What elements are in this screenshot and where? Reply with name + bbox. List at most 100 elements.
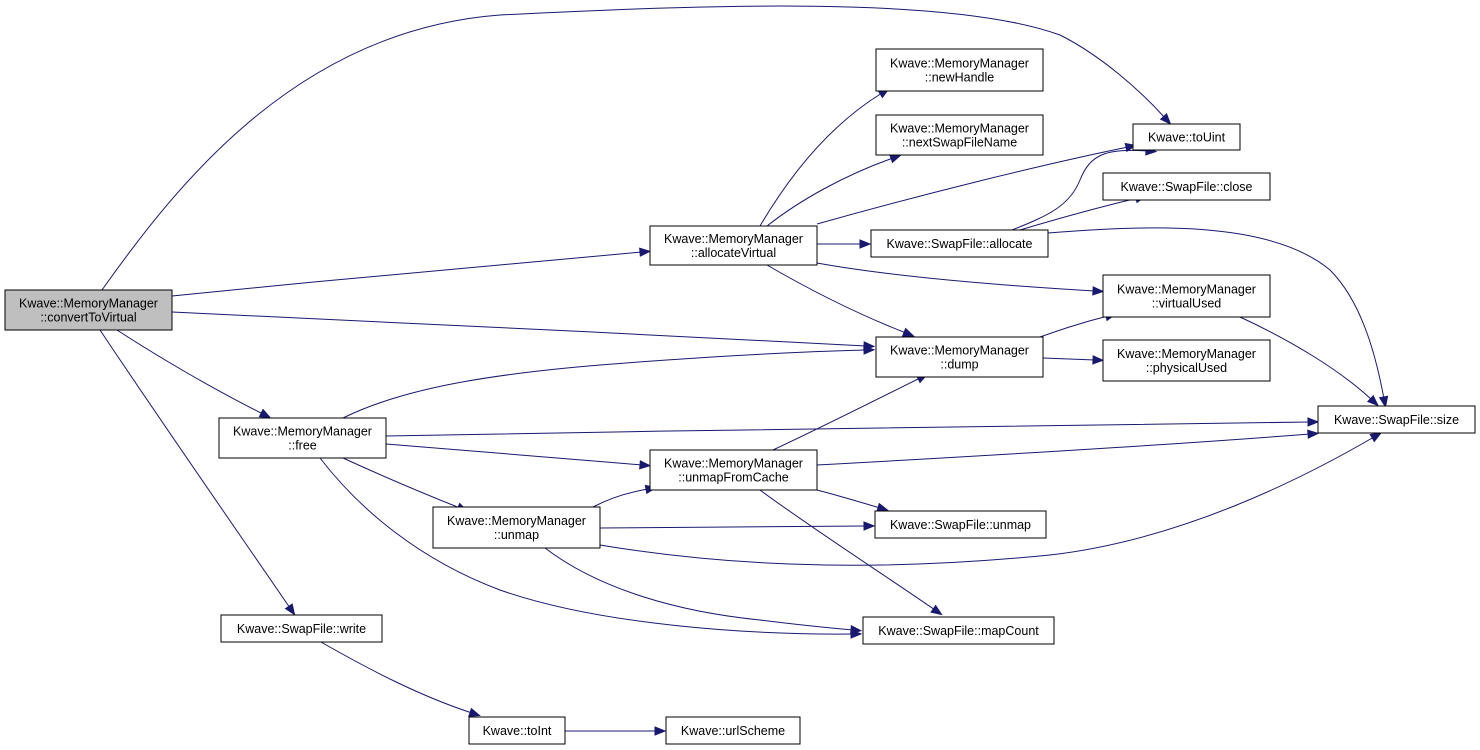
node-sfMapCount[interactable]: Kwave::SwapFile::mapCount — [862, 616, 1055, 645]
arrowhead-icon — [863, 521, 876, 531]
nodes-layer: Kwave::MemoryManager::convertToVirtualKw… — [4, 48, 1476, 745]
edge-convertToVirtual-to-dump — [171, 311, 876, 351]
node-box[interactable] — [870, 229, 1049, 258]
node-label-line: Kwave::MemoryManager — [19, 297, 158, 311]
node-label-line: Kwave::toUint — [1148, 131, 1226, 145]
edge-dump-to-physicalUsed — [1042, 355, 1105, 365]
arrowhead-icon — [889, 154, 902, 164]
node-virtualUsed[interactable]: Kwave::MemoryManager::virtualUsed — [1102, 274, 1271, 318]
node-box[interactable] — [649, 225, 818, 266]
node-box[interactable] — [875, 114, 1044, 156]
node-box[interactable] — [4, 289, 173, 331]
edge-line — [1239, 316, 1373, 401]
node-box[interactable] — [468, 716, 566, 745]
node-label-line: ::nextSwapFileName — [902, 136, 1017, 150]
node-dump[interactable]: Kwave::MemoryManager::dump — [875, 336, 1044, 378]
node-label-line: Kwave::SwapFile::mapCount — [878, 624, 1039, 638]
node-label-line: Kwave::SwapFile::allocate — [887, 237, 1033, 251]
node-label-line: Kwave::MemoryManager — [890, 344, 1029, 358]
node-box[interactable] — [220, 614, 383, 643]
arrowhead-icon — [930, 604, 943, 616]
node-box[interactable] — [875, 48, 1044, 92]
node-unmapFromCache[interactable]: Kwave::MemoryManager::unmapFromCache — [649, 449, 818, 491]
edge-free-to-dump — [342, 345, 876, 419]
node-box[interactable] — [1132, 123, 1241, 151]
node-label-line: ::allocateVirtual — [691, 246, 776, 260]
node-free[interactable]: Kwave::MemoryManager::free — [218, 417, 387, 459]
node-label-line: Kwave::MemoryManager — [1117, 283, 1256, 297]
node-allocateVirtual[interactable]: Kwave::MemoryManager::allocateVirtual — [649, 225, 818, 266]
node-label-line: Kwave::toInt — [483, 724, 552, 738]
node-sfUnmap[interactable]: Kwave::SwapFile::unmap — [874, 510, 1047, 539]
node-newHandle[interactable]: Kwave::MemoryManager::newHandle — [875, 48, 1044, 92]
arrowhead-icon — [1159, 112, 1172, 125]
edge-convertToVirtual-to-free — [116, 329, 272, 419]
edge-allocateVirtual-to-nextSwapFileName — [766, 154, 902, 227]
node-label-line: Kwave::MemoryManager — [1117, 347, 1256, 361]
edge-line — [544, 547, 854, 631]
node-label-line: Kwave::SwapFile::close — [1120, 180, 1252, 194]
node-box[interactable] — [1102, 172, 1271, 201]
edge-convertToVirtual-to-write — [99, 329, 296, 616]
edge-convertToVirtual-to-toUint — [101, 5, 1172, 291]
node-convertToVirtual[interactable]: Kwave::MemoryManager::convertToVirtual — [4, 289, 173, 331]
node-toUint[interactable]: Kwave::toUint — [1132, 123, 1241, 151]
node-label-line: Kwave::SwapFile::unmap — [890, 518, 1031, 532]
node-sfClose[interactable]: Kwave::SwapFile::close — [1102, 172, 1271, 201]
node-box[interactable] — [1317, 405, 1476, 434]
arrowhead-icon — [876, 502, 889, 512]
edge-line — [592, 488, 649, 508]
edge-free-to-sfSize — [385, 417, 1320, 437]
node-box[interactable] — [665, 716, 801, 745]
node-mmUnmap[interactable]: Kwave::MemoryManager::unmap — [432, 506, 601, 549]
node-physicalUsed[interactable]: Kwave::MemoryManager::physicalUsed — [1102, 339, 1271, 382]
arrowhead-icon — [258, 408, 272, 419]
edge-mmUnmap-to-sfMapCount — [544, 547, 863, 635]
arrowhead-icon — [639, 460, 652, 470]
edge-mmUnmap-to-sfSize — [599, 432, 1383, 566]
node-urlScheme[interactable]: Kwave::urlScheme — [665, 716, 801, 745]
node-sfSize[interactable]: Kwave::SwapFile::size — [1317, 405, 1476, 434]
edge-allocateVirtual-to-dump — [766, 264, 915, 337]
edge-mmUnmap-to-unmapFromCache — [592, 484, 658, 508]
node-sfAllocate[interactable]: Kwave::SwapFile::allocate — [870, 229, 1049, 258]
node-nextSwapFileName[interactable]: Kwave::MemoryManager::nextSwapFileName — [875, 114, 1044, 156]
node-toInt[interactable]: Kwave::toInt — [468, 716, 566, 745]
edge-line — [342, 349, 867, 419]
edge-free-to-mmUnmap — [342, 457, 469, 512]
arrowhead-icon — [1092, 355, 1105, 365]
edge-line — [1042, 357, 1096, 361]
arrowhead-icon — [639, 247, 652, 257]
node-write[interactable]: Kwave::SwapFile::write — [220, 614, 383, 643]
node-label-line: ::newHandle — [925, 71, 995, 85]
arrowhead-icon — [284, 603, 296, 616]
edge-line — [1019, 197, 1139, 231]
node-box[interactable] — [874, 510, 1047, 539]
edge-allocateVirtual-to-virtualUsed — [816, 262, 1105, 296]
node-box[interactable] — [1102, 339, 1271, 382]
edge-line — [1011, 149, 1149, 231]
node-label-line: Kwave::MemoryManager — [233, 425, 372, 439]
edge-line — [171, 251, 643, 297]
edge-allocateVirtual-to-newHandle — [759, 88, 890, 227]
edge-unmapFromCache-to-dump — [772, 373, 929, 451]
edge-line — [1047, 227, 1385, 400]
edge-line — [759, 489, 936, 611]
node-box[interactable] — [1102, 274, 1271, 318]
edge-line — [320, 641, 473, 714]
arrowhead-icon — [901, 327, 915, 337]
node-label-line: ::virtualUsed — [1152, 297, 1222, 311]
edge-write-to-toInt — [320, 641, 481, 717]
arrowhead-icon — [859, 239, 872, 249]
node-label-line: ::dump — [940, 358, 978, 372]
edge-line — [816, 489, 881, 509]
node-box[interactable] — [875, 336, 1044, 378]
arrowhead-icon — [1092, 286, 1105, 296]
node-box[interactable] — [649, 449, 818, 491]
node-box[interactable] — [218, 417, 387, 459]
node-box[interactable] — [862, 616, 1055, 645]
node-label-line: Kwave::MemoryManager — [890, 57, 1029, 71]
arrowhead-icon — [1366, 394, 1379, 407]
node-box[interactable] — [432, 506, 601, 549]
